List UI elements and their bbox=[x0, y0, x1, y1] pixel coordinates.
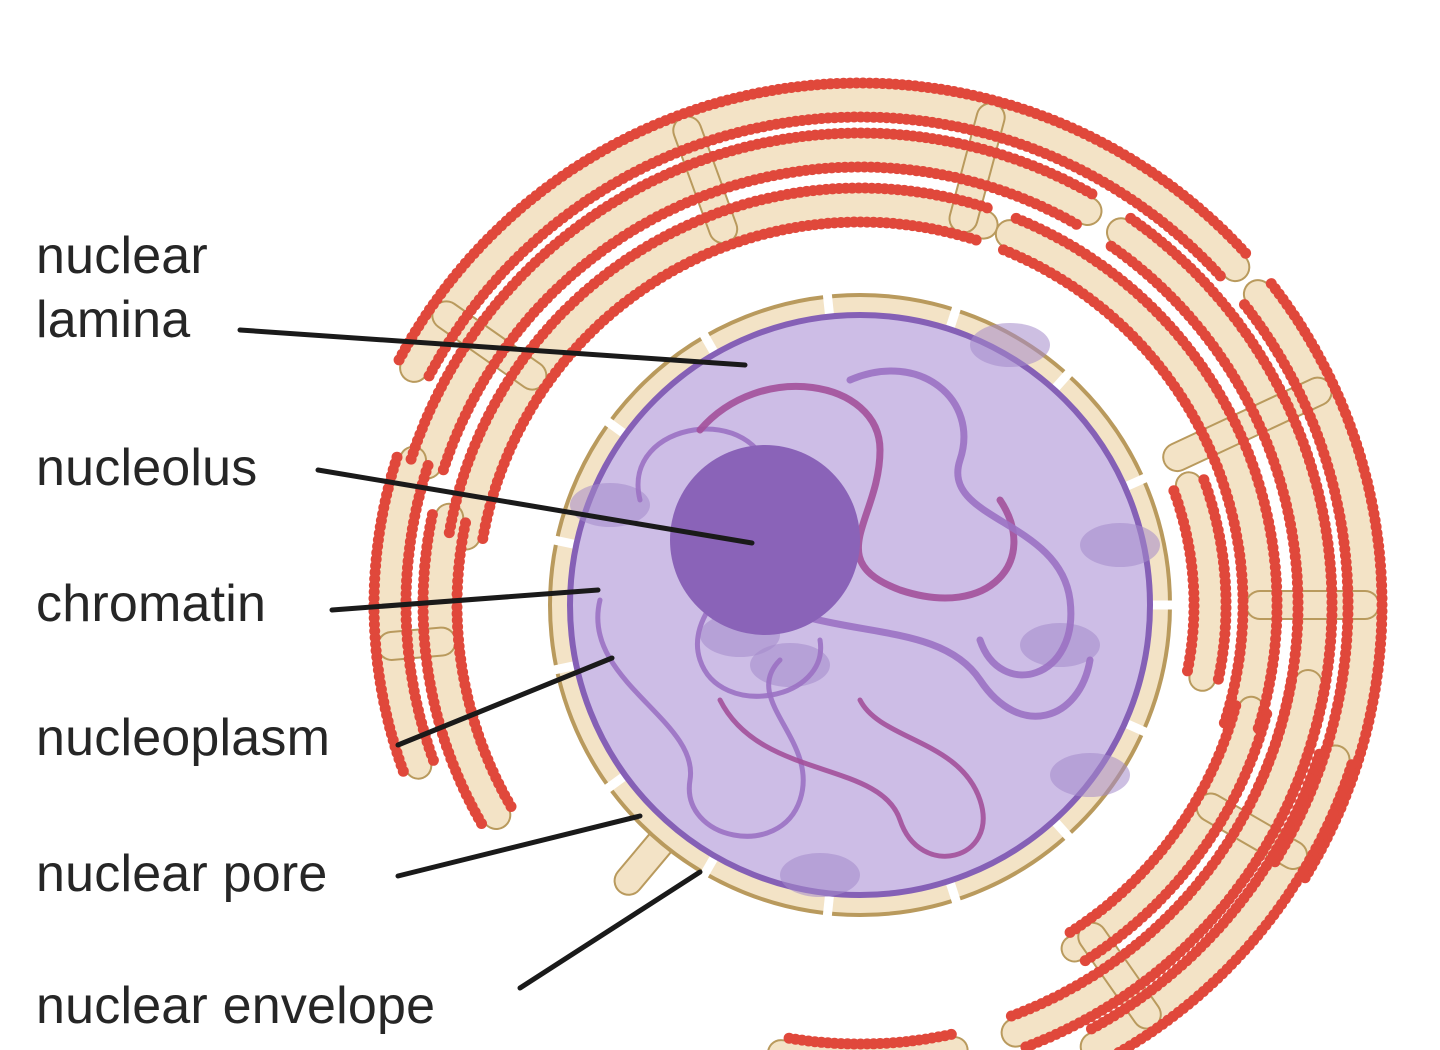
chromatin-fiber bbox=[846, 367, 1075, 679]
er-cisterna bbox=[401, 87, 1249, 381]
ribosome bbox=[1113, 1047, 1124, 1050]
ribosome bbox=[426, 509, 438, 521]
label-nucleoplasm: nucleoplasm bbox=[36, 709, 331, 767]
label-nuclear-lamina-line1: nuclear bbox=[36, 227, 208, 285]
er-cisterna bbox=[1176, 473, 1223, 690]
leader-lines bbox=[237, 327, 755, 991]
chromatin-fiber bbox=[717, 697, 986, 859]
label-nuclear-lamina: nuclear lamina bbox=[36, 224, 208, 352]
chromatin-fiber bbox=[696, 383, 1018, 602]
ribosome bbox=[422, 460, 434, 471]
chromatin-fiber bbox=[595, 597, 806, 839]
chromatin-fiber bbox=[756, 596, 1094, 720]
er-cisterna bbox=[453, 192, 997, 549]
leader-line-nuclear-pore bbox=[395, 813, 643, 879]
nucleolus-body bbox=[670, 445, 860, 635]
ribosome bbox=[1079, 955, 1091, 967]
leader-line-nucleolus bbox=[315, 467, 755, 546]
ribosome bbox=[1005, 1010, 1017, 1022]
ribosome bbox=[391, 451, 403, 463]
leader-line-nucleoplasm bbox=[395, 655, 615, 748]
leader-line-chromatin bbox=[329, 587, 601, 613]
er-bridge bbox=[1164, 378, 1331, 471]
label-nuclear-lamina-line2: lamina bbox=[36, 291, 191, 349]
lamina-patch bbox=[780, 853, 860, 897]
ribosome bbox=[1214, 270, 1226, 282]
ribosome bbox=[783, 1032, 795, 1044]
ribosome bbox=[1064, 926, 1076, 938]
er-cisterna bbox=[427, 504, 510, 828]
er-bridge bbox=[378, 628, 455, 659]
ribosome bbox=[1070, 218, 1082, 230]
leader-line-nuclear-lamina bbox=[237, 327, 748, 368]
ribosome bbox=[1212, 673, 1224, 685]
er-cisterna bbox=[378, 447, 431, 778]
lamina-patch bbox=[970, 323, 1050, 367]
ribosome bbox=[1086, 1023, 1097, 1035]
ribosome bbox=[1240, 247, 1252, 259]
lamina-patch bbox=[1020, 623, 1100, 667]
lamina-patch bbox=[1080, 523, 1160, 567]
label-nuclear-envelope: nuclear envelope bbox=[36, 977, 436, 1035]
ribosome bbox=[460, 517, 471, 529]
ribosome bbox=[970, 234, 982, 246]
ribosome bbox=[1020, 1041, 1032, 1050]
ribosome bbox=[1182, 665, 1193, 677]
leader-line-nuclear-envelope bbox=[517, 869, 703, 991]
ribosomes bbox=[368, 77, 1388, 1050]
ribosome bbox=[981, 202, 993, 214]
lamina-patch bbox=[1050, 753, 1130, 797]
nucleoplasm-region bbox=[567, 312, 1153, 898]
label-chromatin: chromatin bbox=[36, 575, 267, 633]
er-cisterna bbox=[1002, 671, 1322, 1046]
ribosome bbox=[1086, 188, 1098, 200]
label-nucleolus: nucleolus bbox=[36, 439, 258, 497]
label-nuclear-pore: nuclear pore bbox=[36, 845, 328, 903]
er-cisterna bbox=[1062, 697, 1264, 961]
